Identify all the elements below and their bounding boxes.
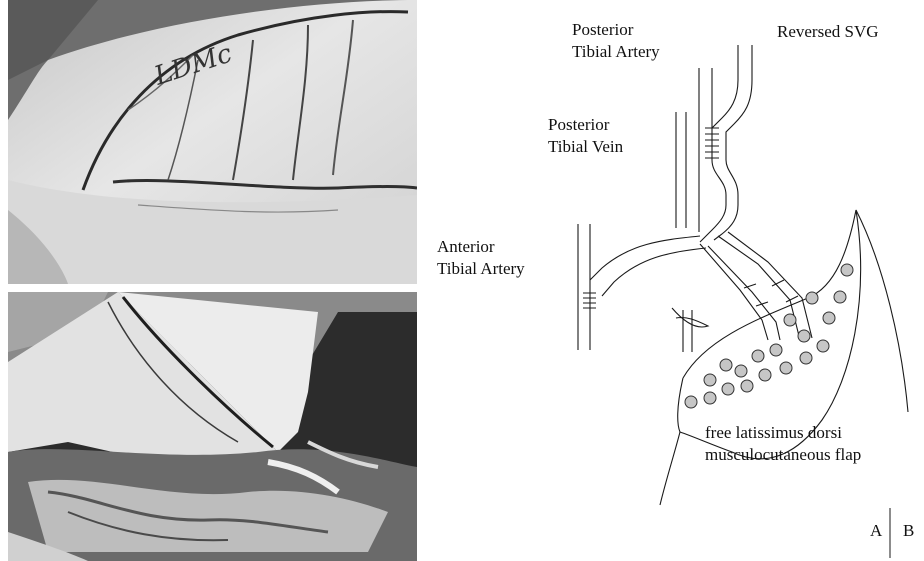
pedicle-artery [700,244,768,340]
label-anterior-tibial-artery: Anterior Tibial Artery [437,236,525,280]
label-posterior-tibial-artery: Posterior Tibial Artery [572,19,660,63]
photo-flap-marking-image: LDMc [8,0,417,284]
bypass-schematic [425,0,924,561]
photo-flap-elevated [8,292,417,561]
photo-flap-elevated-image [8,292,417,561]
flap-muscle-dots [685,264,853,408]
ligature [672,308,708,327]
label-flap: free latissimus dorsi musculocutaneous f… [705,422,861,466]
label-posterior-tibial-vein: Posterior Tibial Vein [548,114,623,158]
anterior-branch [590,236,700,280]
photo-flap-marking: LDMc [8,0,417,284]
reversed-svg-graft [700,45,738,242]
label-reversed-svg: Reversed SVG [777,21,879,43]
panel-label-a: A [870,521,882,541]
panel-label-b: B [903,521,914,541]
